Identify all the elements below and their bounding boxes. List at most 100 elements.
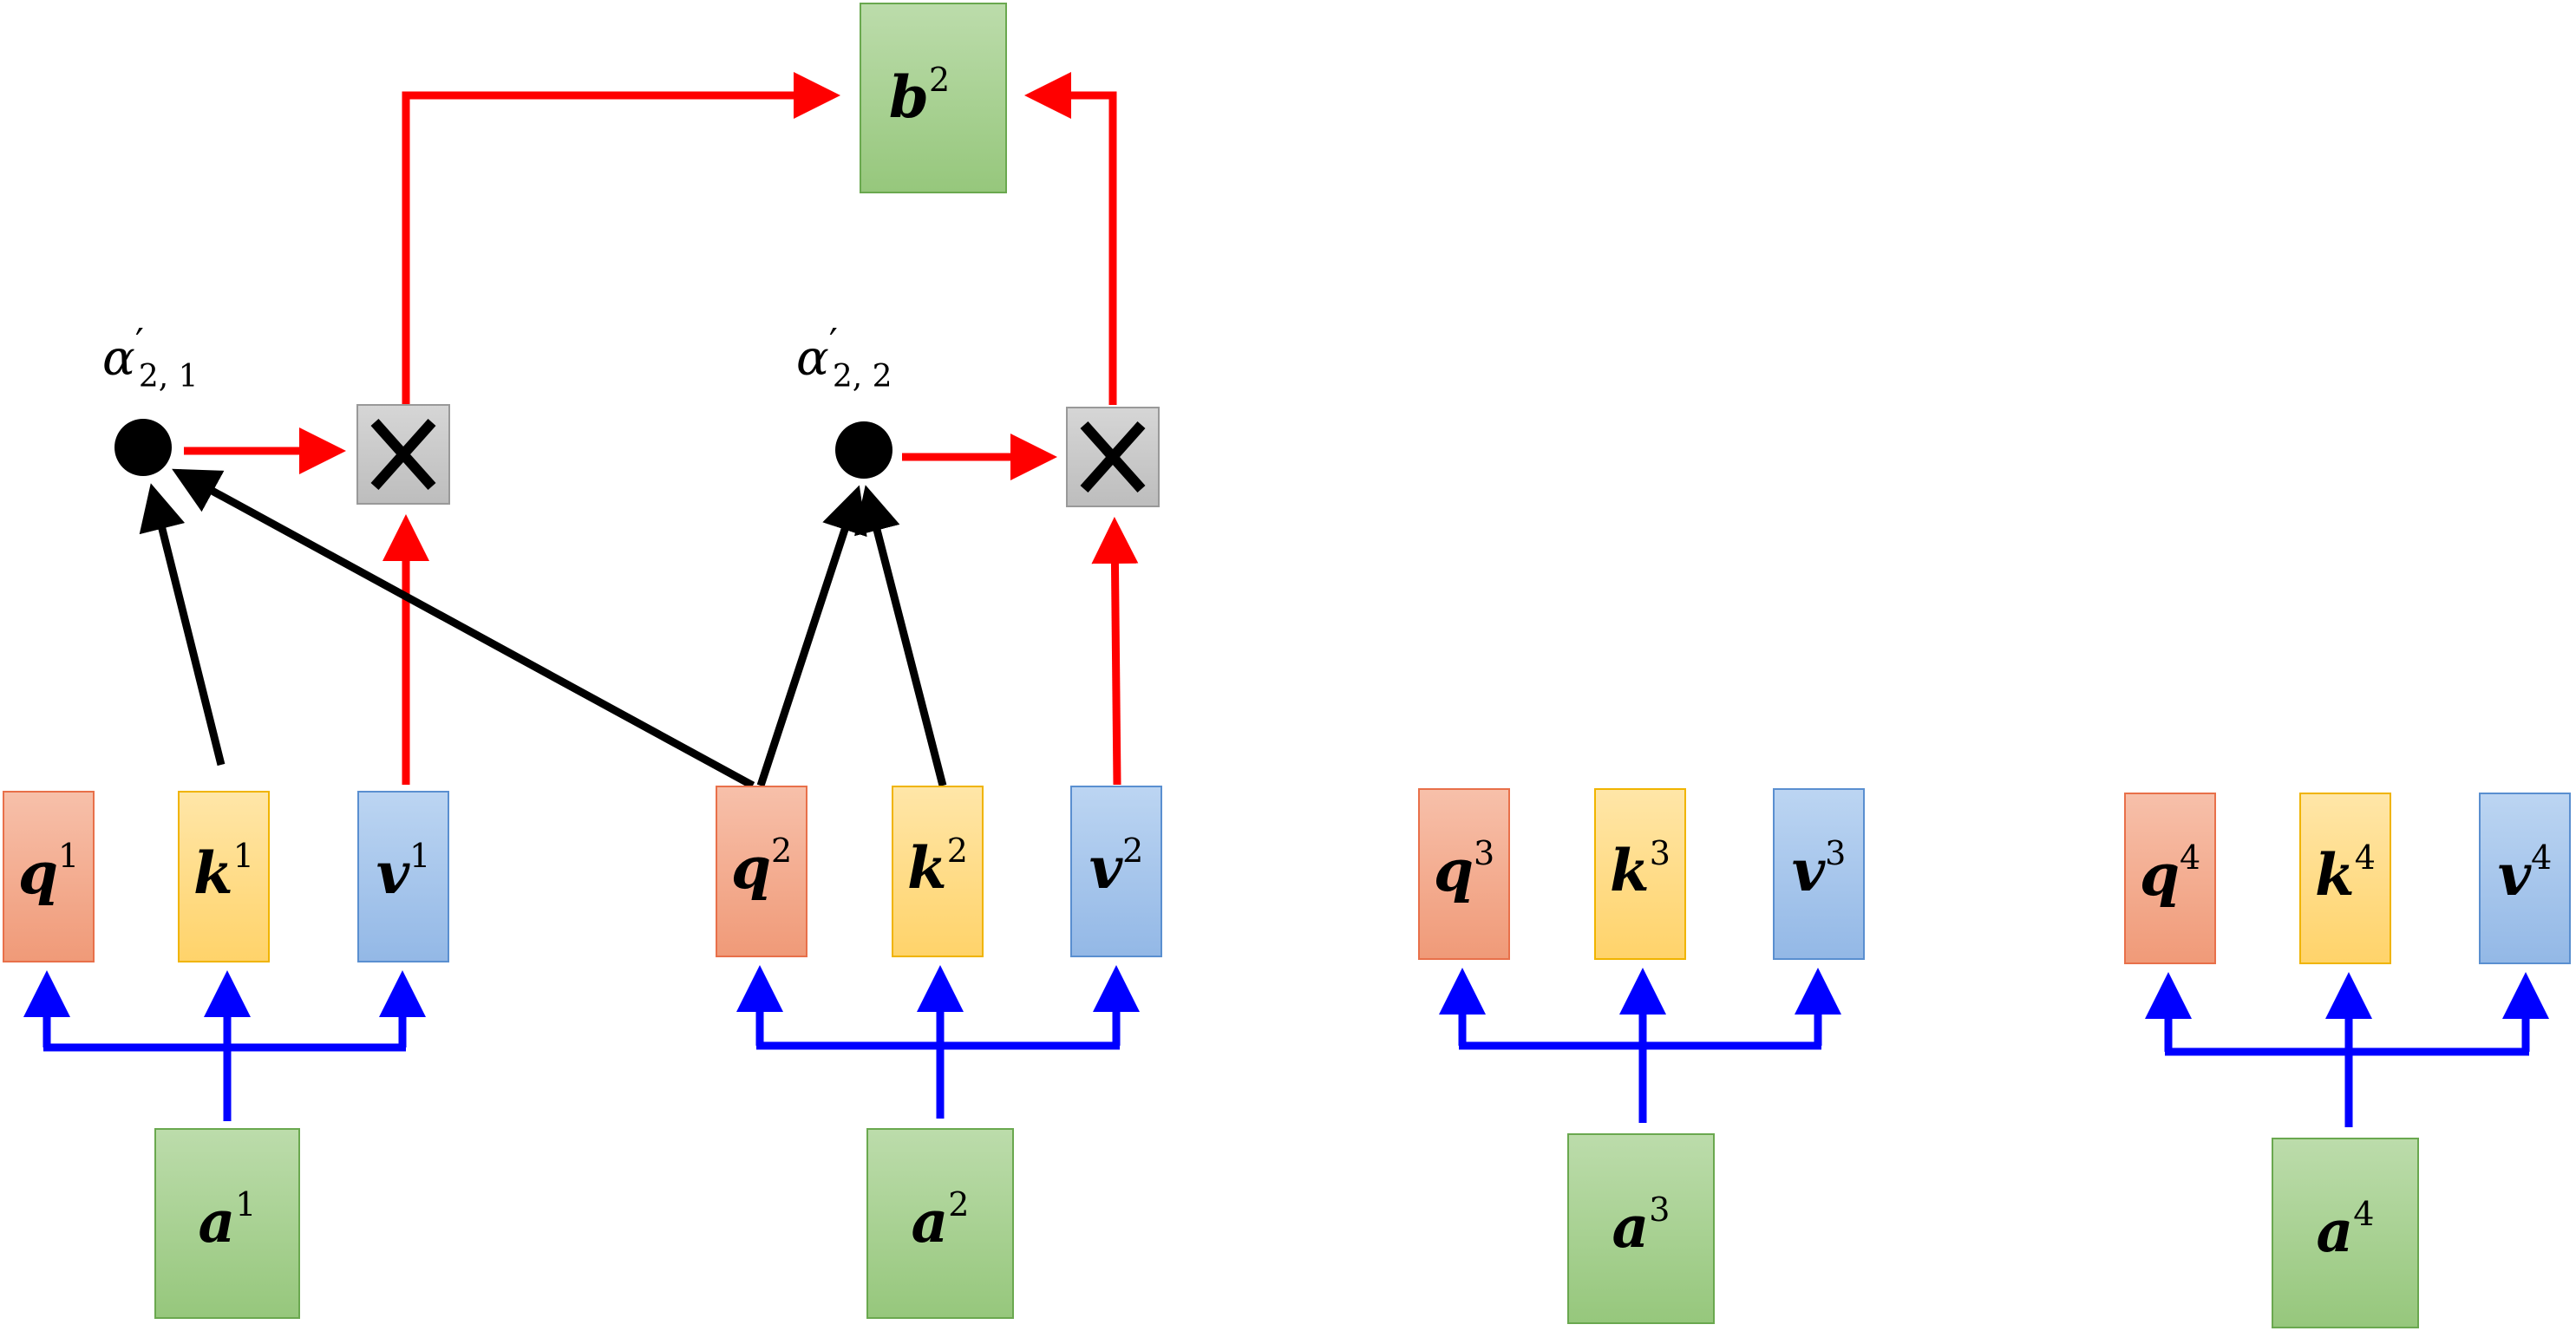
multiply-node-2 <box>1066 407 1160 507</box>
svg-text:α′2, 2: α′2, 2 <box>796 321 892 395</box>
query-4-index: 4 <box>2180 838 2200 877</box>
input-1-label: a <box>199 1188 236 1256</box>
output-b2-label: b <box>889 63 929 131</box>
input-3-index: 3 <box>1649 1191 1670 1229</box>
alpha-2-2-prime: ′ <box>829 321 838 365</box>
svg-text:v1: v1 <box>376 837 431 907</box>
key-1-index: 1 <box>233 837 254 875</box>
input-1-node: a1 <box>154 1128 300 1319</box>
value-3-node: v3 <box>1773 788 1865 960</box>
svg-text:v2: v2 <box>1089 832 1144 902</box>
v2-to-mult2-arrow <box>1091 517 1139 786</box>
input-3-label: a <box>1612 1193 1650 1261</box>
scaling-arrows <box>184 427 1139 786</box>
svg-text:a2: a2 <box>912 1185 970 1256</box>
input-1-index: 1 <box>235 1185 256 1223</box>
key-1-label: k <box>193 839 233 907</box>
value-1-label: v <box>376 839 410 907</box>
value-4-label: v <box>2498 841 2532 909</box>
svg-text:v4: v4 <box>2498 838 2553 909</box>
mult2-to-b2-arrow <box>1024 72 1117 405</box>
alpha-2-2-node: α′2, 2 <box>796 321 892 479</box>
svg-text:k1: k1 <box>193 837 254 907</box>
alpha-2-2-symbol: α <box>796 330 829 387</box>
query-1-label: q <box>18 839 58 907</box>
multiply-1-icon <box>370 419 436 490</box>
alpha-2-1-symbol: α <box>102 330 135 387</box>
value-1-node: v1 <box>357 791 449 962</box>
value-1-index: 1 <box>409 837 430 875</box>
output-b2-node: b2 <box>860 3 1007 193</box>
input-4-node: a4 <box>2272 1138 2419 1328</box>
token-group-2: q2 k2 v2 a2 <box>716 786 1162 1319</box>
query-3-index: 3 <box>1474 834 1494 872</box>
alpha-2-1-prime: ′ <box>135 321 144 365</box>
input-4-label: a <box>2317 1197 2354 1265</box>
key-3-index: 3 <box>1650 834 1670 872</box>
key-3-node: k3 <box>1594 788 1686 960</box>
key-3-label: k <box>1610 837 1650 904</box>
k2-to-alpha22-arrow <box>854 485 947 787</box>
mult1-to-b2-arrow <box>402 72 840 405</box>
key-4-label: k <box>2315 841 2355 909</box>
query-3-label: q <box>1434 837 1474 904</box>
k1-to-alpha21-arrow <box>139 483 226 767</box>
key-2-index: 2 <box>947 832 968 870</box>
multiply-node-1 <box>356 404 450 505</box>
projection-arrows-3 <box>1439 968 1841 1123</box>
multiply-2-icon <box>1080 421 1146 493</box>
token-group-1: q1 k1 v1 a1 <box>3 791 449 1319</box>
svg-text:k3: k3 <box>1610 834 1670 904</box>
input-4-index: 4 <box>2353 1195 2374 1233</box>
input-2-label: a <box>912 1188 949 1256</box>
query-1-node: q1 <box>3 791 95 962</box>
query-2-index: 2 <box>771 832 792 870</box>
value-4-index: 4 <box>2531 838 2552 877</box>
projection-arrows-2 <box>736 965 1140 1119</box>
svg-text:q3: q3 <box>1434 834 1494 904</box>
value-4-node: v4 <box>2479 793 2571 964</box>
input-2-node: a2 <box>866 1128 1014 1319</box>
alpha-2-1-node: α′2, 1 <box>102 321 199 476</box>
svg-text:k2: k2 <box>907 832 968 902</box>
output-b2-index: 2 <box>929 61 950 99</box>
value-2-index: 2 <box>1122 832 1143 870</box>
dot-product-arrows <box>139 468 947 789</box>
key-4-node: k4 <box>2299 793 2391 964</box>
value-3-label: v <box>1792 837 1826 904</box>
key-4-index: 4 <box>2355 838 2376 877</box>
svg-text:v3: v3 <box>1792 834 1847 904</box>
alpha-2-2-subscript: 2, 2 <box>833 359 892 395</box>
key-2-node: k2 <box>892 786 984 957</box>
weighted-sum-arrows <box>402 72 1117 405</box>
svg-text:a4: a4 <box>2317 1195 2375 1265</box>
input-2-index: 2 <box>948 1185 969 1223</box>
query-4-node: q4 <box>2124 793 2216 964</box>
query-2-node: q2 <box>716 786 807 957</box>
query-2-label: q <box>731 834 771 902</box>
svg-text:a3: a3 <box>1612 1191 1670 1261</box>
svg-text:α′2, 1: α′2, 1 <box>102 321 199 395</box>
q2-to-alpha22-arrow <box>756 485 867 787</box>
value-2-node: v2 <box>1070 786 1162 957</box>
svg-text:k4: k4 <box>2315 838 2376 909</box>
projection-arrows-1 <box>23 970 426 1121</box>
query-4-label: q <box>2140 841 2180 909</box>
token-group-4: q4 k4 v4 a4 <box>2124 793 2571 1328</box>
query-3-node: q3 <box>1418 788 1510 960</box>
value-3-index: 3 <box>1825 834 1846 872</box>
value-2-label: v <box>1089 834 1123 902</box>
svg-text:a1: a1 <box>199 1185 257 1256</box>
token-group-3: q3 k3 v3 a3 <box>1418 788 1865 1324</box>
svg-text:b2: b2 <box>889 61 950 131</box>
q2-to-alpha21-arrow <box>172 468 755 789</box>
input-3-node: a3 <box>1567 1133 1715 1324</box>
key-1-node: k1 <box>178 791 270 962</box>
query-1-index: 1 <box>58 837 79 875</box>
svg-text:q1: q1 <box>18 837 79 907</box>
svg-text:q4: q4 <box>2140 838 2200 909</box>
key-2-label: k <box>907 834 947 902</box>
projection-arrows-4 <box>2145 972 2549 1127</box>
alpha-2-1-subscript: 2, 1 <box>139 359 199 395</box>
